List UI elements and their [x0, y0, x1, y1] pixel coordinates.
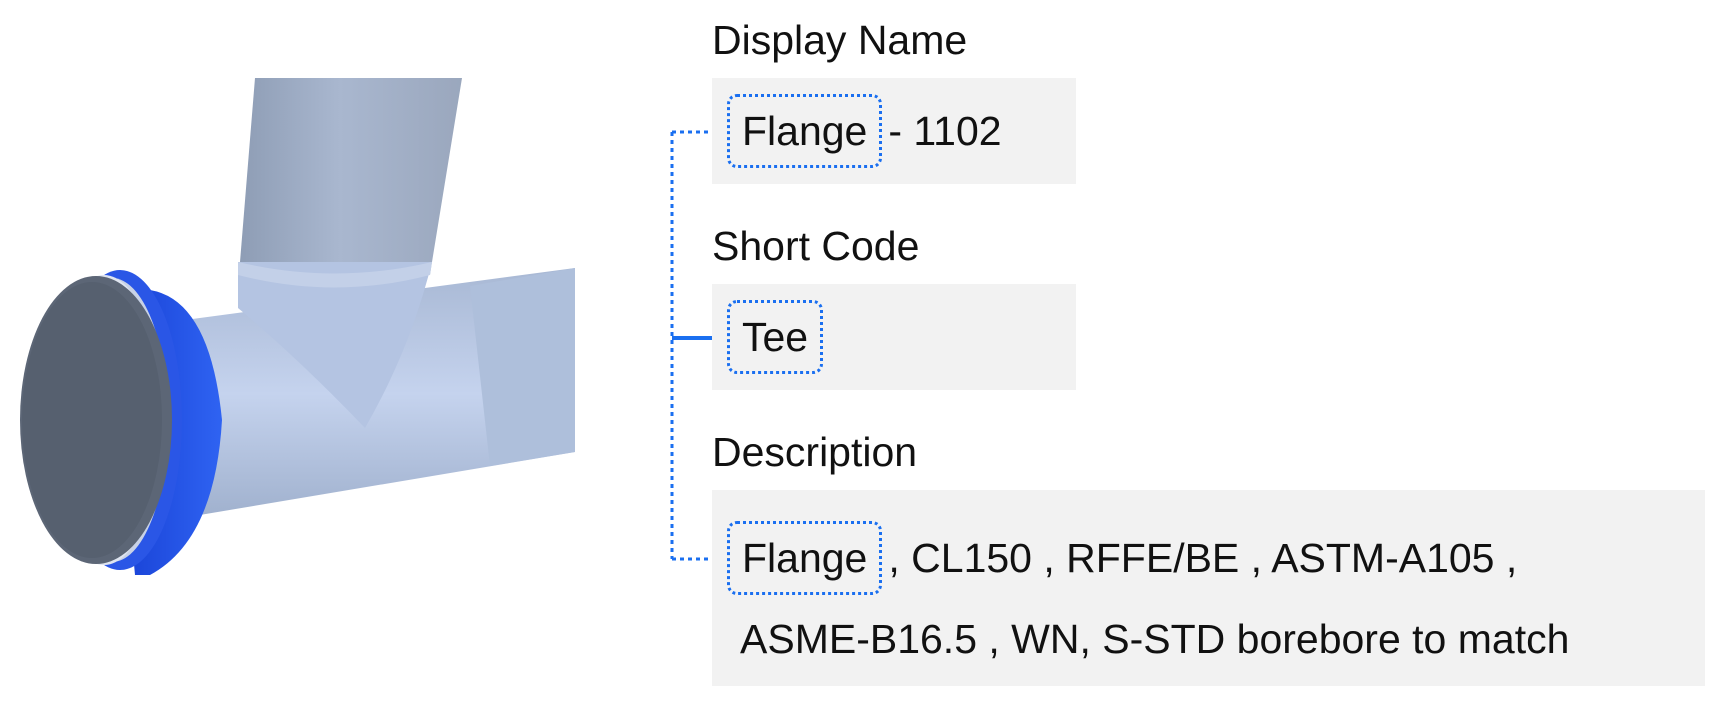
description-line-2: ASME-B16.5 , WN, S-STD borebore to match: [740, 615, 1569, 663]
description-label: Description: [712, 429, 918, 475]
flange-face: [20, 275, 172, 565]
pipe-tee-model: [20, 78, 575, 575]
display-name-suffix: - 1102: [888, 108, 1002, 154]
description-line-2-text: ASME-B16.5 , WN, S-STD borebore to match: [740, 616, 1570, 662]
description-token: Flange: [727, 521, 883, 595]
description-line-1: Flange , CL150 , RFFE/BE , ASTM-A105 ,: [727, 521, 1517, 595]
description-line-1-text: , CL150 , RFFE/BE , ASTM-A105 ,: [888, 535, 1518, 581]
display-name-value: Flange - 1102: [727, 94, 1002, 168]
display-name-label: Display Name: [712, 17, 968, 63]
short-code-value: Tee: [727, 300, 829, 374]
short-code-token: Tee: [727, 300, 824, 374]
short-code-label: Short Code: [712, 223, 920, 269]
horizontal-run-pipe: [170, 262, 575, 520]
display-name-token: Flange: [727, 94, 883, 168]
